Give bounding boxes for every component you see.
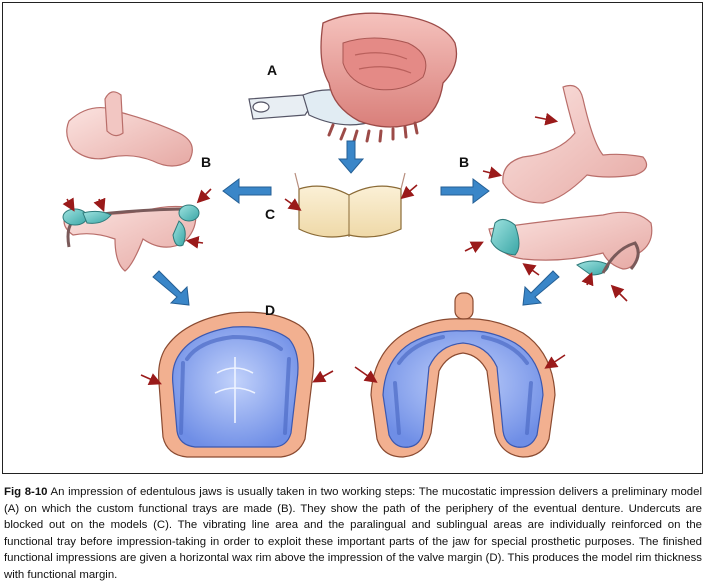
blue-arrow-to-d-right bbox=[522, 270, 560, 306]
label-d: D bbox=[265, 302, 275, 318]
label-b-left: B bbox=[201, 154, 211, 170]
functional-impression-lower bbox=[354, 292, 566, 458]
label-c: C bbox=[265, 206, 275, 222]
figure-frame: A C B bbox=[2, 2, 703, 474]
model-base-c bbox=[284, 172, 418, 238]
illustration: A C B bbox=[62, 12, 653, 458]
caption-text: An impression of edentulous jaws is usua… bbox=[4, 486, 702, 581]
label-b-right: B bbox=[459, 154, 469, 170]
caption-figure-number: Fig 8-10 bbox=[4, 486, 48, 498]
blue-arrow-left bbox=[222, 178, 272, 204]
functional-tray-lower-right bbox=[464, 211, 653, 302]
label-a: A bbox=[267, 62, 277, 78]
functional-impression-upper bbox=[140, 311, 334, 458]
functional-tray-upper-left bbox=[66, 91, 193, 167]
functional-tray-lower-left bbox=[62, 188, 212, 272]
blue-arrow-down bbox=[337, 140, 365, 174]
blue-arrow-right bbox=[440, 178, 490, 204]
functional-tray-upper-right bbox=[482, 84, 648, 204]
preliminary-model-a bbox=[248, 12, 458, 143]
blue-arrow-to-d-left bbox=[152, 270, 190, 306]
figure-caption: Fig 8-10 An impression of edentulous jaw… bbox=[4, 484, 702, 584]
